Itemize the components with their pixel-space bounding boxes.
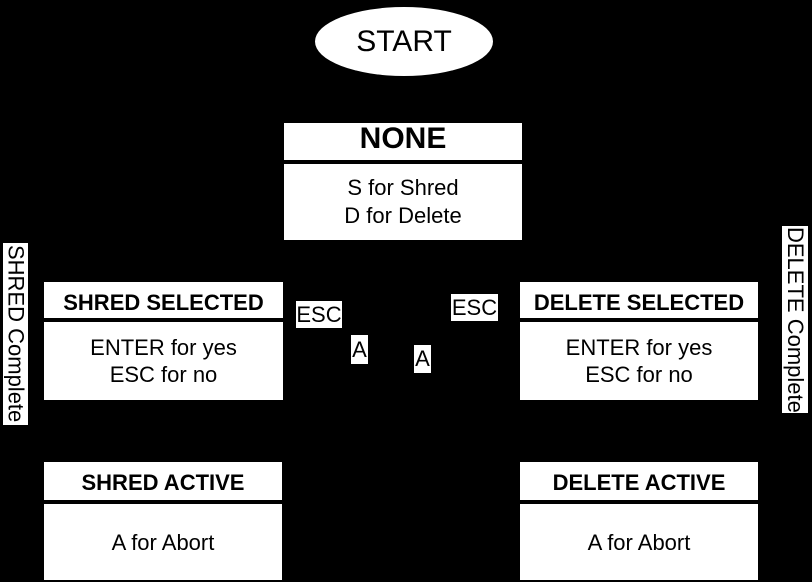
state-shred-selected-title: SHRED SELECTED: [44, 282, 283, 322]
state-shred-active-line: A for Abort: [111, 529, 215, 555]
edge-label-esc-left: ESC: [296, 301, 342, 328]
edge-label-delete-complete: DELETE Complete: [782, 226, 808, 413]
state-none-body: S for Shred D for Delete: [284, 164, 522, 240]
state-delete-selected-line: ENTER for yes: [565, 335, 713, 360]
state-delete-selected-title: DELETE SELECTED: [520, 282, 758, 322]
edge-label-a-left: A: [351, 335, 368, 364]
state-none: NONE S for Shred D for Delete: [284, 123, 522, 240]
state-shred-selected: SHRED SELECTED ENTER for yes ESC for no: [44, 282, 283, 400]
state-delete-active-body: A for Abort: [520, 504, 758, 580]
start-node: START: [315, 7, 493, 76]
state-delete-selected-line: ESC for no: [585, 362, 693, 387]
state-delete-active-line: A for Abort: [587, 529, 691, 555]
state-delete-active-title: DELETE ACTIVE: [520, 462, 758, 504]
state-shred-selected-line: ESC for no: [109, 362, 218, 387]
state-shred-selected-line: ENTER for yes: [90, 335, 237, 360]
state-none-title: NONE: [284, 123, 522, 164]
state-none-line: S for Shred: [347, 175, 459, 200]
state-delete-selected-body: ENTER for yes ESC for no: [520, 322, 758, 400]
state-shred-active-title: SHRED ACTIVE: [44, 462, 282, 504]
state-shred-selected-body: ENTER for yes ESC for no: [44, 322, 283, 400]
edge-label-shred-complete: SHRED Complete: [3, 243, 29, 425]
state-shred-active-body: A for Abort: [44, 504, 282, 580]
state-delete-active: DELETE ACTIVE A for Abort: [520, 462, 758, 580]
start-node-label: START: [356, 24, 452, 58]
state-delete-selected: DELETE SELECTED ENTER for yes ESC for no: [520, 282, 758, 400]
edge-label-esc-right: ESC: [451, 294, 498, 321]
edge-label-a-right: A: [414, 345, 431, 373]
state-shred-active: SHRED ACTIVE A for Abort: [44, 462, 282, 580]
state-none-line: D for Delete: [344, 203, 462, 228]
